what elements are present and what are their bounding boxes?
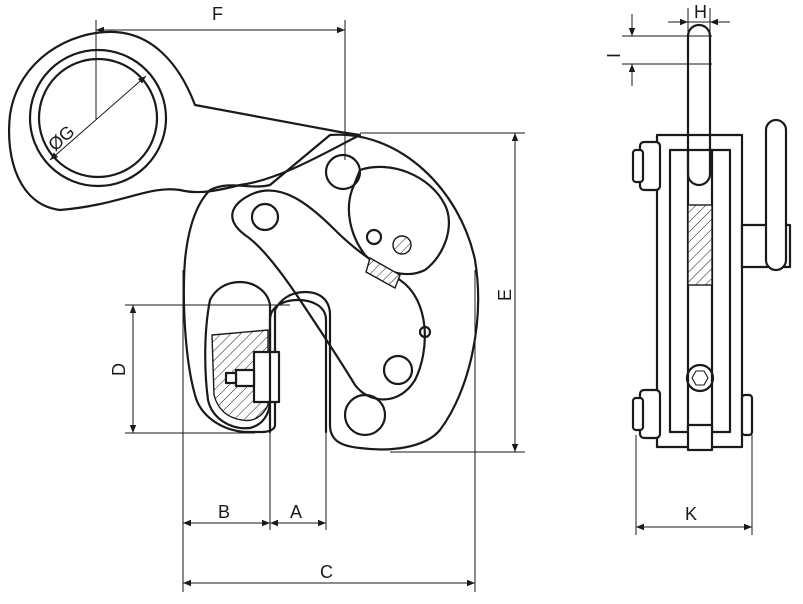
cam-pin-section (392, 235, 412, 255)
set-screw (234, 368, 256, 388)
cam-plate (347, 165, 450, 275)
end-view-inner-frame (668, 148, 732, 434)
lifting-eye (8, 30, 362, 212)
lever-pivot-left (250, 202, 280, 232)
hex-socket-icon (691, 370, 709, 386)
eye-ring-inner (37, 57, 159, 179)
spring-section (365, 256, 401, 290)
clamp-body (182, 133, 480, 451)
end-view-lower-tab (686, 423, 714, 452)
bolt-head-bottom-right (740, 393, 754, 437)
cam-lever (231, 189, 426, 401)
clamp-end-view (631, 23, 792, 452)
label-H: H (694, 2, 707, 22)
lower-small-hole (418, 325, 432, 339)
clamped-plate (268, 298, 328, 434)
label-K: K (685, 504, 697, 524)
label-E: E (495, 289, 515, 301)
dimension-labels: F ØG E D B A C H I K (44, 2, 707, 582)
lever-pivot-lower (382, 354, 414, 386)
pad-block (252, 350, 281, 404)
screw-nut (224, 371, 238, 385)
label-C: C (320, 562, 333, 582)
dimension-lines (49, 8, 753, 592)
label-F: F (212, 4, 223, 24)
eye-ring-outer (28, 48, 168, 188)
end-view-shackle (686, 23, 712, 187)
hex-socket-outer (685, 363, 715, 393)
cam-small-hole (365, 228, 383, 246)
jaw-opening (204, 280, 272, 430)
jaw-pivot-hole (343, 393, 387, 437)
end-view-spring (687, 204, 713, 286)
label-B: B (218, 502, 230, 522)
label-I: I (604, 53, 624, 58)
label-A: A (290, 502, 302, 522)
label-D: D (109, 363, 129, 376)
top-pivot-hole (324, 153, 362, 191)
end-view-handle-grip (764, 118, 788, 272)
clamp-side-view (8, 30, 480, 451)
